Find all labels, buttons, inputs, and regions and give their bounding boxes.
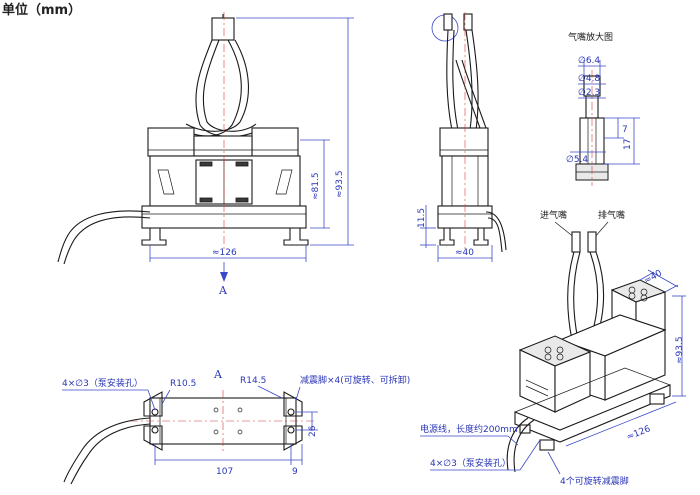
bottom-feet-label: 减震脚×4(可旋转、可拆卸) [300,374,410,386]
iso-feet-label: 4个可旋转减震脚 [560,475,629,487]
front-view-marker: A [218,284,228,297]
iso-height-label: ≈93.5 [675,336,685,364]
side-view: ≈40 11.5 [417,12,507,262]
bottom-r2-label: R14.5 [240,376,266,386]
iso-view: 进气嘴 排气嘴 [420,209,686,487]
nozzle-d2: ∅4.8 [578,74,600,84]
front-width-label: ≈126 [212,248,237,258]
nozzle-detail: 气嘴放大图 ∅6.4 ∅4.8 ∅2.3 ∅5.4 7 17 [566,31,640,186]
side-body [441,155,489,207]
front-height-a-label: ≈81.5 [311,172,321,200]
front-height-b-label: ≈93.5 [335,170,345,198]
iso-width-label: ≈126 [625,424,652,443]
bottom-depth-label: 26 [308,425,318,437]
nozzle-d1: ∅6.4 [578,56,600,66]
nozzle-title: 气嘴放大图 [568,31,613,43]
iso-depth-label: ≈40 [643,268,665,286]
front-nozzle [211,17,235,41]
bottom-holes-label: 4×∅3（泵安装孔） [62,377,143,389]
nozzle-d3: ∅2.3 [578,88,600,98]
nozzle-len1: 7 [622,125,628,135]
iso-inlet-label: 进气嘴 [540,209,567,221]
bottom-view-marker: A [213,368,223,381]
side-width-label: ≈40 [455,248,474,258]
bottom-edge-label: 9 [292,467,298,477]
unit-label: 单位（mm） [2,2,81,18]
iso-holes-label: 4×∅3（泵安装孔） [430,457,511,469]
nozzle-d4: ∅5.4 [566,155,588,165]
front-view: ≈126 ≈81.5 ≈93.5 A [57,12,354,297]
bottom-view: A 4×∅3（泵安装孔） R10.5 R14.5 减震脚×4(可旋转、可拆卸) [62,368,410,485]
nozzle-len2: 17 [623,139,633,150]
iso-cable-label: 电源线，长度约200mm [420,423,518,435]
bottom-span-label: 107 [216,467,233,477]
bottom-r1-label: R10.5 [170,379,196,389]
iso-outlet-label: 排气嘴 [598,209,625,221]
side-foot-label: 11.5 [417,208,427,228]
